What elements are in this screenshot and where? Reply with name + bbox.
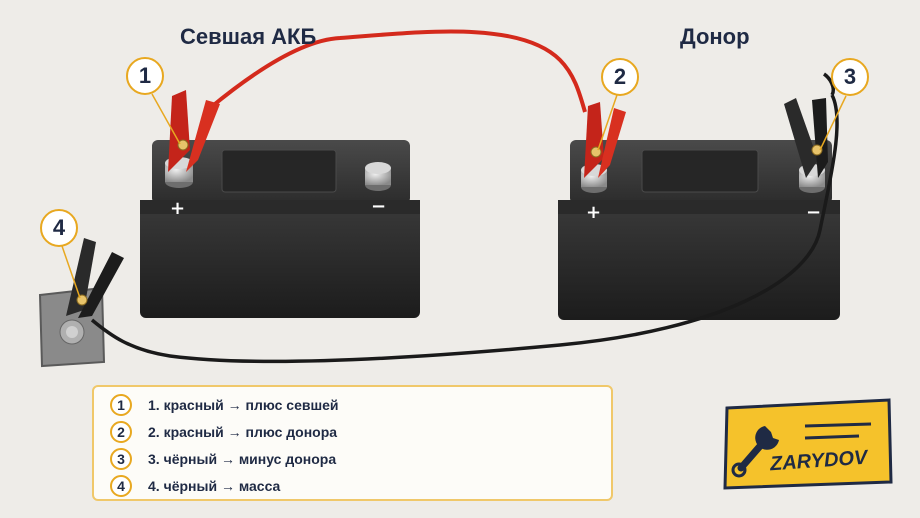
legend-number: 2 xyxy=(110,421,132,443)
black-clamp-4 xyxy=(66,238,124,318)
red-clamp-2 xyxy=(584,102,626,178)
dead-minus-sign: − xyxy=(371,196,387,217)
donor-battery xyxy=(558,140,840,320)
legend-item: 3 3. чёрный → минус донора xyxy=(110,446,336,472)
legend-text: 4. чёрный → масса xyxy=(148,478,281,494)
legend-item: 1 1. красный → плюс севшей xyxy=(110,392,339,418)
step-badge-4: 4 xyxy=(40,209,78,247)
dead-battery xyxy=(140,140,420,318)
legend-number: 3 xyxy=(110,448,132,470)
legend-item: 2 2. красный → плюс донора xyxy=(110,419,337,445)
zarydov-logo xyxy=(723,398,893,490)
legend-text: 3. чёрный → минус донора xyxy=(148,451,337,467)
donor-plus-sign: + xyxy=(586,202,602,223)
wrench-icon xyxy=(731,426,779,478)
black-clamp-3 xyxy=(784,98,828,178)
legend-text: 1. красный → плюс севшей xyxy=(148,397,339,413)
step-badge-2: 2 xyxy=(601,58,639,96)
red-clamp-1 xyxy=(168,90,220,172)
legend-number: 1 xyxy=(110,394,132,416)
red-cable xyxy=(208,29,587,113)
legend-number: 4 xyxy=(110,475,132,497)
legend-text: 2. красный → плюс донора xyxy=(148,424,338,440)
step-badge-1: 1 xyxy=(126,57,164,95)
legend-item: 4 4. чёрный → масса xyxy=(110,473,280,499)
step-badge-3: 3 xyxy=(831,58,869,96)
donor-minus-sign: − xyxy=(806,202,822,223)
legend-box: 1 1. красный → плюс севшей 2 2. красный … xyxy=(92,385,613,501)
dead-plus-sign: + xyxy=(170,198,186,219)
dead-battery-title: Севшая АКБ xyxy=(180,24,317,49)
black-cable xyxy=(90,94,839,364)
dead-negative-terminal xyxy=(365,162,391,191)
donor-battery-title: Донор xyxy=(680,24,750,49)
